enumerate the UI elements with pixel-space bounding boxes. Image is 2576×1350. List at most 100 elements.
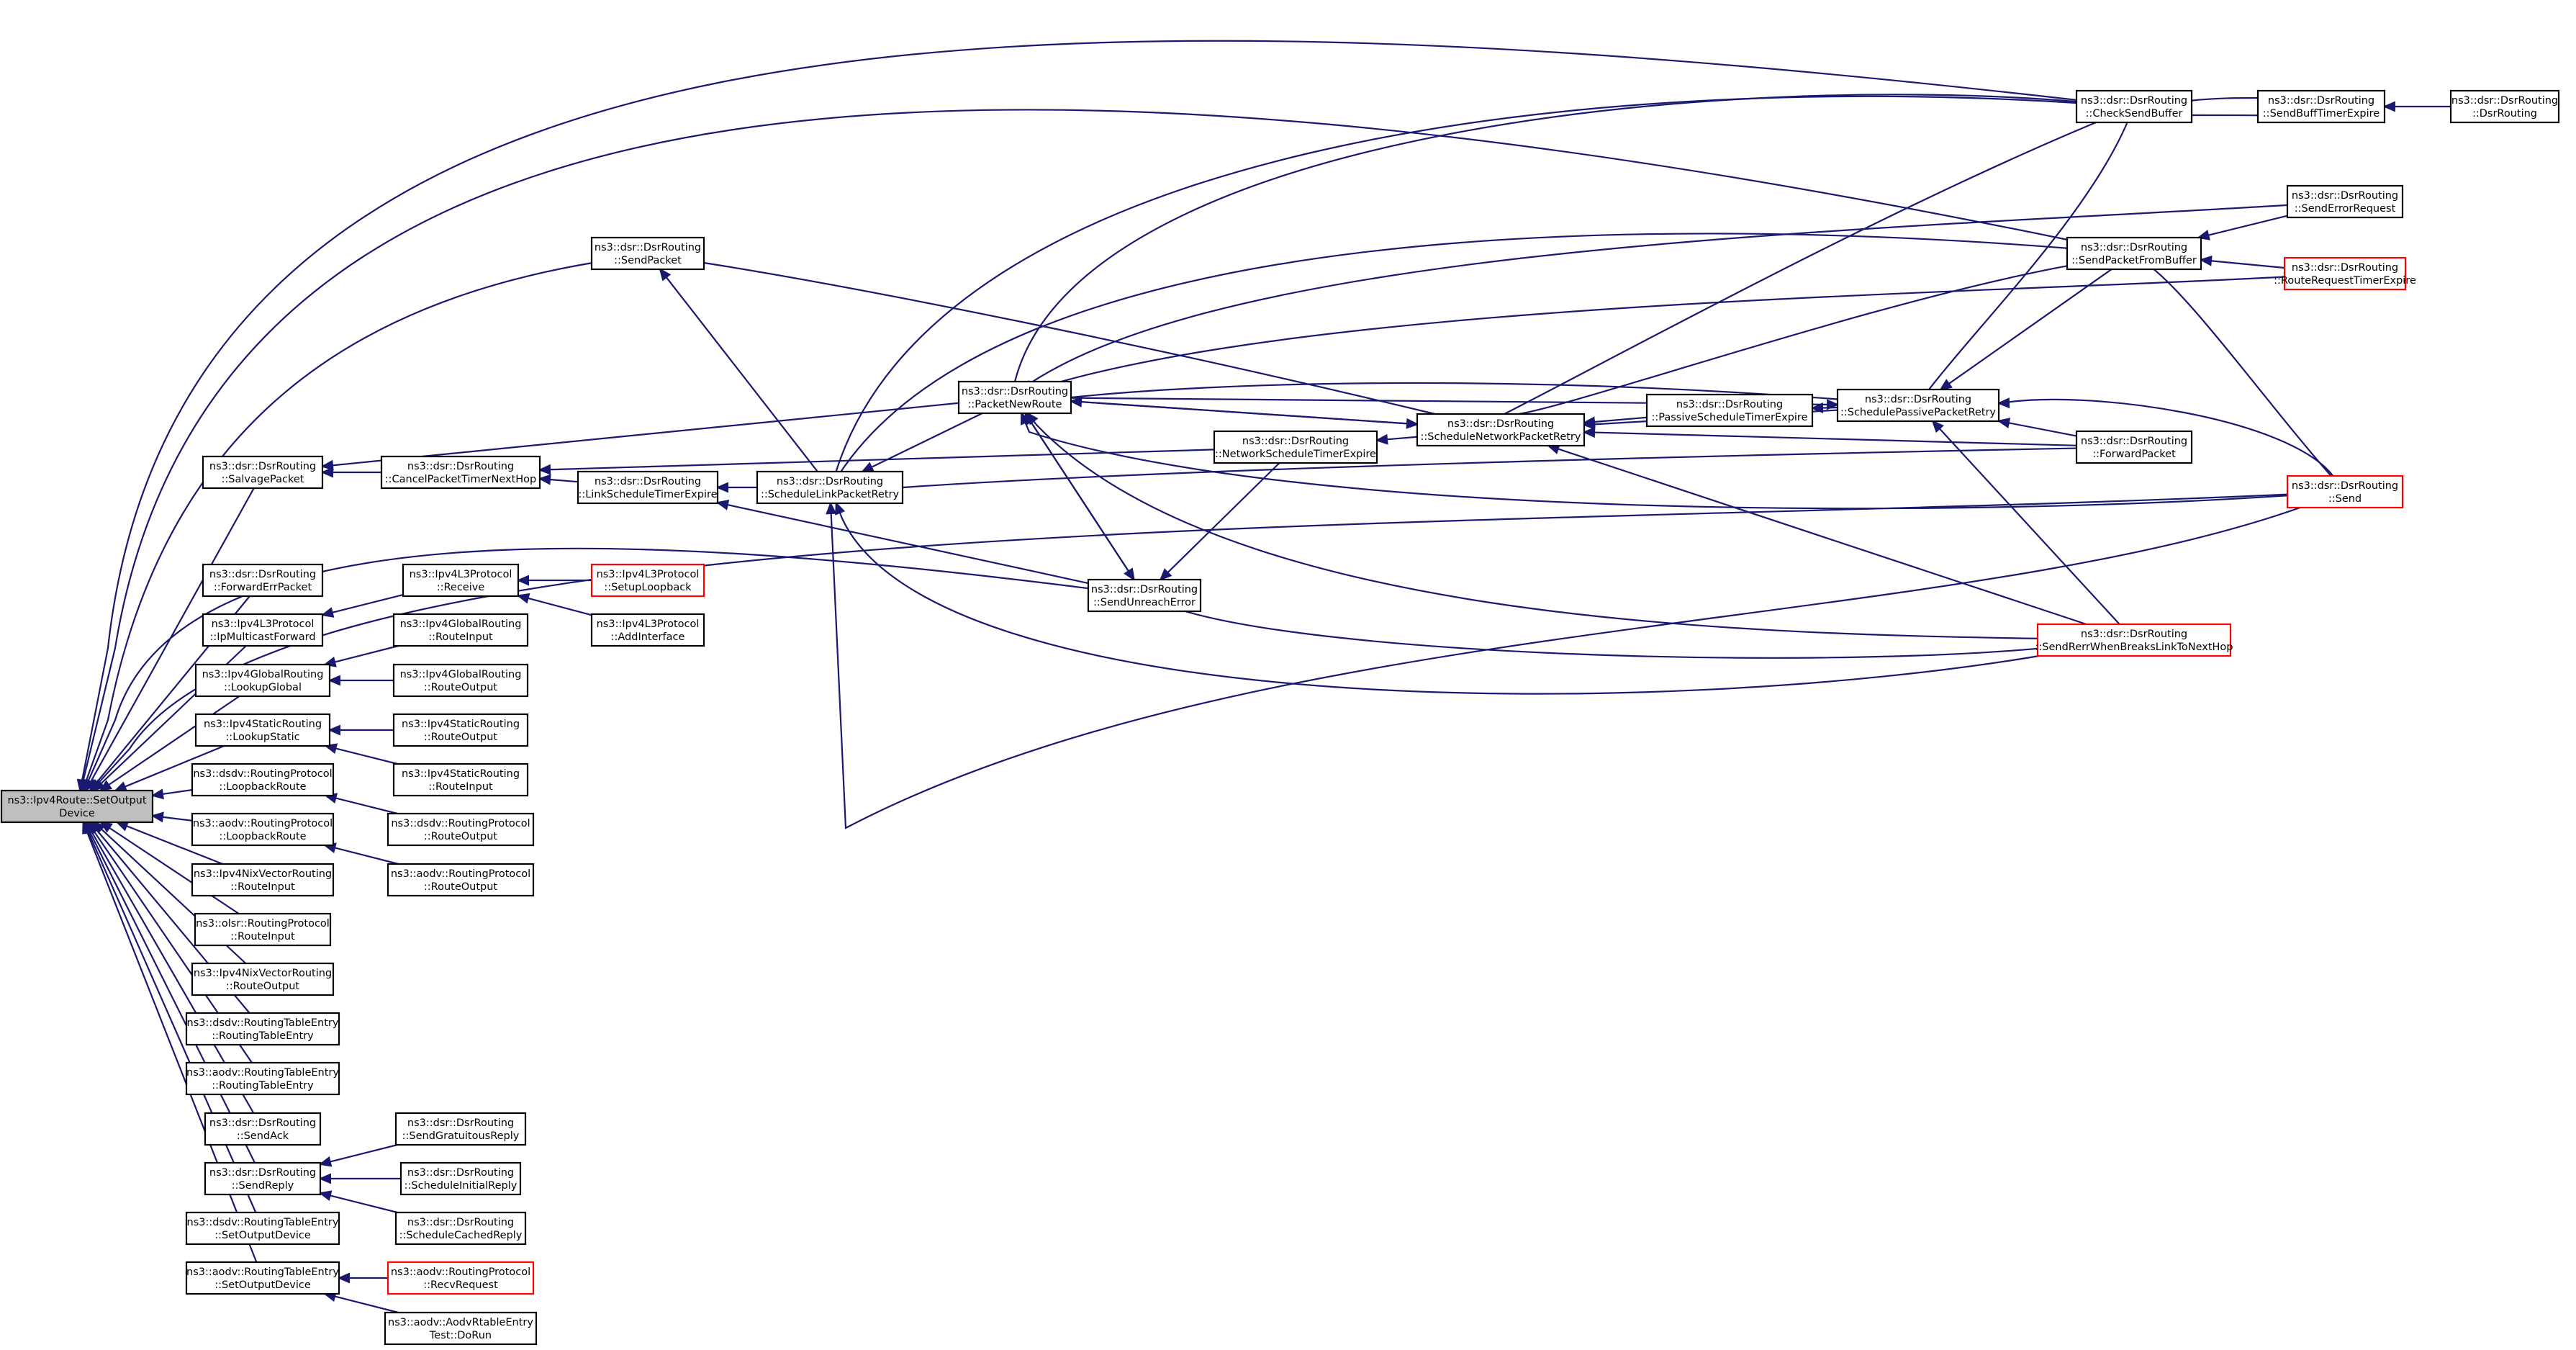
node-netretry[interactable]: ns3::dsr::DsrRouting::ScheduleNetworkPac… xyxy=(1416,413,1586,447)
node-aodvrte[interactable]: ns3::aodv::RoutingTableEntry::RoutingTab… xyxy=(185,1061,340,1096)
edge-netsched-to-unreach xyxy=(1159,462,1280,581)
node-globalout[interactable]: ns3::Ipv4GlobalRouting::RouteOutput xyxy=(392,663,529,698)
edge-arrowhead xyxy=(1406,418,1419,429)
node-linkretry[interactable]: ns3::dsr::DsrRouting::ScheduleLinkPacket… xyxy=(756,470,904,505)
node-salvage[interactable]: ns3::dsr::DsrRouting::SalvagePacket xyxy=(202,455,324,490)
node-label-line: ::RouteOutput xyxy=(424,881,498,893)
node-nixin[interactable]: ns3::Ipv4NixVectorRouting::RouteInput xyxy=(191,863,335,897)
node-netsched[interactable]: ns3::dsr::DsrRouting::NetworkScheduleTim… xyxy=(1213,430,1378,464)
edge-line xyxy=(1938,428,2120,625)
node-label-line: ns3::Ipv4StaticRouting xyxy=(402,768,520,780)
node-box xyxy=(185,1211,340,1246)
node-fwdpacket[interactable]: ns3::dsr::DsrRouting::ForwardPacket xyxy=(2075,430,2193,464)
edge-checkbuf-to-buffexpire xyxy=(2191,96,2259,102)
node-nixout[interactable]: ns3::Ipv4NixVectorRouting::RouteOutput xyxy=(191,962,335,996)
node-dsdvrout[interactable]: ns3::dsdv::RoutingProtocol::RouteOutput xyxy=(387,812,535,847)
edge-arrowhead xyxy=(337,1272,350,1284)
node-label-line: ::LookupStatic xyxy=(225,732,299,743)
edge-line xyxy=(1928,122,2128,390)
edge-arrowhead xyxy=(1997,418,2011,428)
edge-line xyxy=(1024,422,2288,510)
node-staticout[interactable]: ns3::Ipv4StaticRouting::RouteOutput xyxy=(392,713,529,747)
node-label-line: ns3::olsr::RoutingProtocol xyxy=(196,918,330,930)
edge-rerr-to-unreach xyxy=(1165,602,2038,659)
node-staticin[interactable]: ns3::Ipv4StaticRouting::RouteInput xyxy=(392,762,529,797)
edge-linksched-to-cancel xyxy=(538,474,579,485)
edge-line xyxy=(2000,398,2334,477)
node-box xyxy=(2075,89,2193,124)
edge-arrowhead xyxy=(1159,568,1172,581)
node-setuploop[interactable]: ns3::Ipv4L3Protocol::SetupLoopback xyxy=(590,563,705,598)
node-recvrequest[interactable]: ns3::aodv::RoutingProtocol::RecvRequest xyxy=(387,1261,535,1295)
node-olsrin[interactable]: ns3::olsr::RoutingProtocol::RouteInput xyxy=(194,912,332,947)
node-label-line: ::SendUnreachError xyxy=(1093,597,1196,608)
node-fwderr[interactable]: ns3::dsr::DsrRouting::ForwardErrPacket xyxy=(202,563,324,598)
node-label-line: ns3::dsr::DsrRouting xyxy=(2081,436,2187,447)
node-label-line: ns3::dsr::DsrRouting xyxy=(2292,262,2398,274)
edge-arrowhead xyxy=(318,1190,333,1202)
node-aodvrout[interactable]: ns3::aodv::RoutingProtocol::RouteOutput xyxy=(387,863,535,897)
node-box xyxy=(957,380,1072,415)
node-label-line: ns3::Ipv4L3Protocol xyxy=(410,569,512,580)
node-senderr[interactable]: ns3::dsr::DsrRouting::SendErrorRequest xyxy=(2286,184,2404,219)
node-fromBuffer[interactable]: ns3::dsr::DsrRouting::SendPacketFromBuff… xyxy=(2066,236,2202,271)
node-dsdvloop[interactable]: ns3::dsdv::RoutingProtocol::LoopbackRout… xyxy=(191,762,335,797)
edge-fwdpacket-to-linkretry xyxy=(902,447,2077,489)
edge-arrowhead xyxy=(1931,420,1944,433)
node-dsrctor[interactable]: ns3::dsr::DsrRouting::DsrRouting xyxy=(2449,89,2560,124)
node-label-line: ns3::dsr::DsrRouting xyxy=(2292,190,2398,202)
node-sendpacket[interactable]: ns3::dsr::DsrRouting::SendPacket xyxy=(590,236,705,271)
node-l3recv[interactable]: ns3::Ipv4L3Protocol::Receive xyxy=(402,563,520,598)
node-lookupglobal[interactable]: ns3::Ipv4GlobalRouting::LookupGlobal xyxy=(194,663,331,698)
edge-line xyxy=(549,449,1215,471)
node-buffexpire[interactable]: ns3::dsr::DsrRouting::SendBuffTimerExpir… xyxy=(2256,89,2386,124)
node-label-line: ns3::dsr::DsrRouting xyxy=(1676,399,1783,410)
node-gratuitous[interactable]: ns3::dsr::DsrRouting::SendGratuitousRepl… xyxy=(394,1112,527,1146)
node-initialreply[interactable]: ns3::dsr::DsrRouting::ScheduleInitialRep… xyxy=(399,1161,522,1196)
node-unreach[interactable]: ns3::dsr::DsrRouting::SendUnreachError xyxy=(1087,578,1202,613)
node-cachedreply[interactable]: ns3::dsr::DsrRouting::ScheduleCachedRepl… xyxy=(394,1211,527,1246)
node-newroute[interactable]: ns3::dsr::DsrRouting::PacketNewRoute xyxy=(957,380,1072,415)
node-aodvloop[interactable]: ns3::aodv::RoutingProtocol::LoopbackRout… xyxy=(191,812,335,847)
node-box xyxy=(387,1261,535,1295)
node-passsched[interactable]: ns3::dsr::DsrRouting::PassiveScheduleTim… xyxy=(1645,393,1814,428)
node-dsdvrte[interactable]: ns3::dsdv::RoutingTableEntry::RoutingTab… xyxy=(185,1012,340,1046)
node-globalin[interactable]: ns3::Ipv4GlobalRouting::RouteInput xyxy=(392,613,529,647)
node-checkbuf[interactable]: ns3::dsr::DsrRouting::CheckSendBuffer xyxy=(2075,89,2193,124)
edge-line xyxy=(871,413,983,468)
edge-fromBuffer-to-root xyxy=(78,109,2068,793)
node-ipmcast[interactable]: ns3::Ipv4L3Protocol::IpMulticastForward xyxy=(202,613,324,647)
node-sendack[interactable]: ns3::dsr::DsrRouting::SendAck xyxy=(204,1112,322,1146)
node-rerr[interactable]: ns3::dsr::DsrRouting::SendRerrWhenBreaks… xyxy=(2035,623,2233,657)
edge-arrowhead xyxy=(516,575,529,586)
edge-cancel-to-salvage xyxy=(320,467,381,478)
node-label-line: ns3::aodv::RoutingProtocol xyxy=(391,868,530,880)
node-box xyxy=(590,613,705,647)
node-aodvsetout[interactable]: ns3::aodv::RoutingTableEntry::SetOutputD… xyxy=(185,1261,340,1295)
node-label-line: ::SetOutputDevice xyxy=(214,1230,311,1241)
node-label-line: ::ScheduleNetworkPacketRetry xyxy=(1421,431,1581,443)
node-cancel[interactable]: ns3::dsr::DsrRouting::CancelPacketTimerN… xyxy=(380,455,541,490)
node-box xyxy=(402,563,520,598)
node-linksched[interactable]: ns3::dsr::DsrRouting::LinkScheduleTimerE… xyxy=(577,470,719,505)
node-label-line: ::SendRerrWhenBreaksLinkToNextHop xyxy=(2035,642,2233,653)
node-addif[interactable]: ns3::Ipv4L3Protocol::AddInterface xyxy=(590,613,705,647)
node-send[interactable]: ns3::dsr::DsrRouting::Send xyxy=(2286,474,2404,509)
edge-arrowhead xyxy=(1997,397,2010,409)
node-rreqexpire[interactable]: ns3::dsr::DsrRouting::RouteRequestTimerE… xyxy=(2274,256,2416,291)
edge-line xyxy=(334,847,399,865)
edge-arrowhead xyxy=(115,821,130,832)
node-label-line: ::LinkScheduleTimerExpire xyxy=(578,489,717,500)
node-box xyxy=(387,863,535,897)
node-sendreply[interactable]: ns3::dsr::DsrRouting::SendReply xyxy=(204,1161,322,1196)
node-passretry[interactable]: ns3::dsr::DsrRouting::SchedulePassivePac… xyxy=(1836,388,2000,423)
edge-arrowhead xyxy=(78,778,89,793)
node-dsdvsetout[interactable]: ns3::dsdv::RoutingTableEntry::SetOutputD… xyxy=(185,1211,340,1246)
node-label-line: Device xyxy=(59,808,95,819)
edge-staticin-to-lookupstatic xyxy=(324,743,398,765)
node-root[interactable]: ns3::Ipv4Route::SetOutputDevice xyxy=(0,789,154,824)
edge-globalout-to-lookupglobal xyxy=(327,675,394,686)
node-lookupstatic[interactable]: ns3::Ipv4StaticRouting::LookupStatic xyxy=(194,713,331,747)
node-label-line: ns3::dsdv::RoutingTableEntry xyxy=(187,1217,339,1228)
